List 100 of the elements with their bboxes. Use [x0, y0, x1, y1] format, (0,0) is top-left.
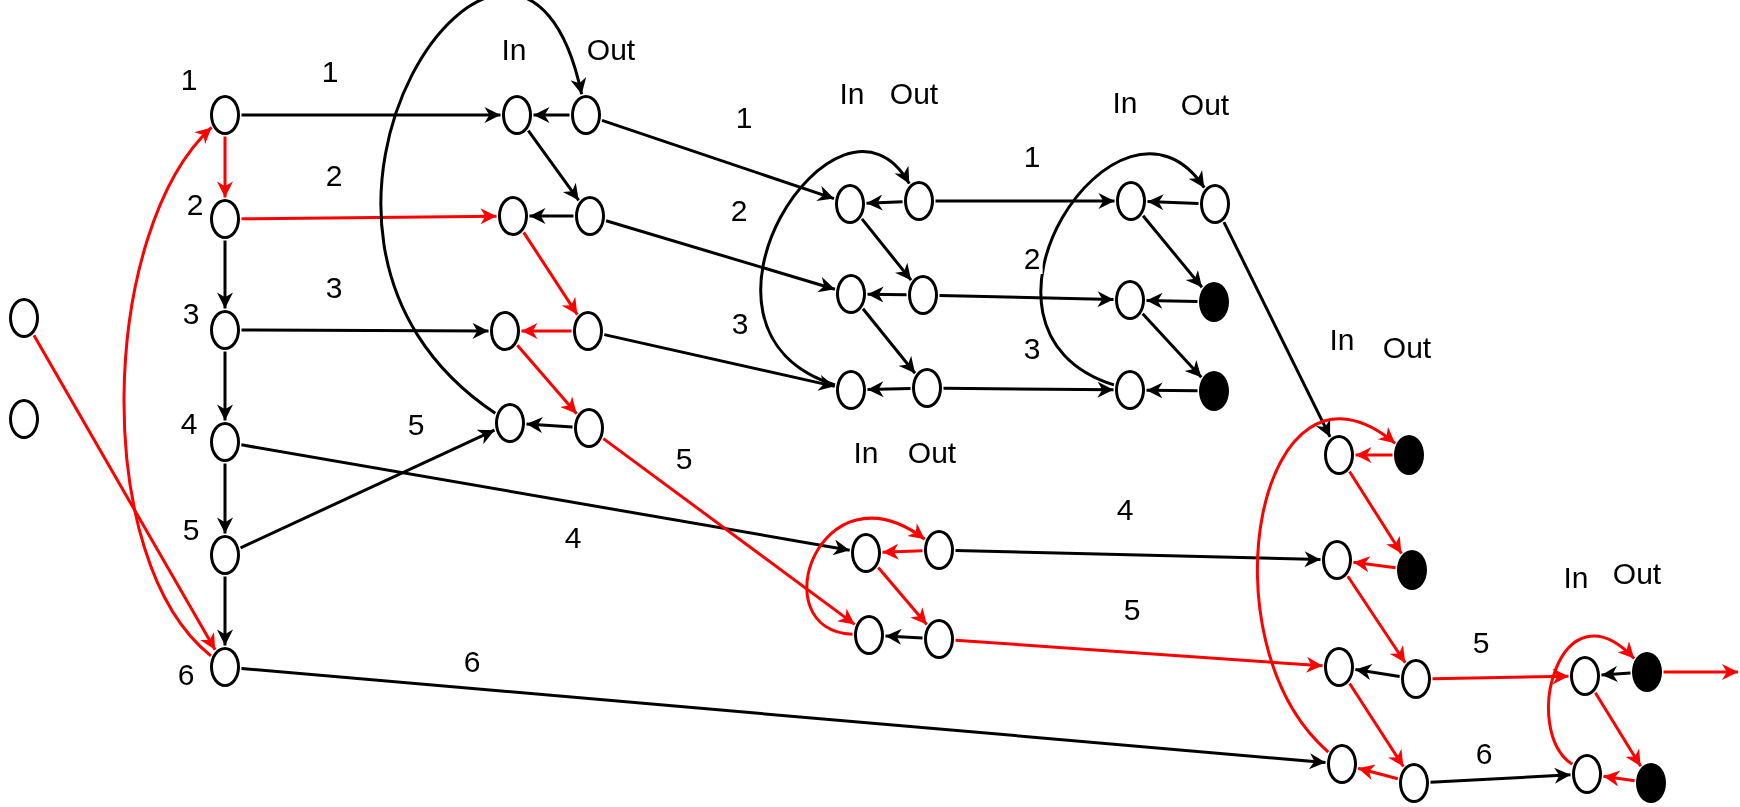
filled-node-circle [1199, 371, 1229, 411]
arrow [241, 322, 489, 339]
node-circle [1116, 181, 1146, 221]
arrow [32, 334, 217, 651]
filled-node-circle [1632, 652, 1662, 692]
arrow [1601, 665, 1631, 682]
node-circle [210, 422, 240, 462]
arrow [759, 150, 911, 387]
node-circle [210, 199, 240, 239]
node-circle [1322, 540, 1352, 580]
arrow [1603, 770, 1635, 787]
node-circle [908, 275, 938, 315]
node-number: 2 [186, 190, 204, 220]
node-circle [912, 368, 942, 408]
arrow [1147, 194, 1199, 211]
arrow [516, 344, 578, 415]
arrow [1141, 214, 1204, 289]
arrow [860, 217, 913, 282]
node-circle [573, 311, 603, 351]
arrow [867, 381, 911, 398]
node-circle [924, 619, 954, 659]
arrow [241, 666, 1326, 770]
node-circle [1200, 184, 1230, 224]
arrow [533, 107, 570, 123]
arrow [217, 576, 233, 646]
node-circle [210, 310, 240, 350]
filled-node-circle [1199, 282, 1229, 322]
arrow [601, 118, 835, 202]
arrow [861, 307, 917, 375]
arrow [882, 543, 923, 560]
arrow [529, 208, 574, 224]
arrow [955, 548, 1321, 568]
arrow [1348, 470, 1403, 555]
node-circle [835, 184, 865, 224]
port-label: Out [1382, 333, 1432, 363]
arrow [1146, 382, 1198, 399]
node-circle [1324, 647, 1354, 687]
node-circle [498, 196, 528, 236]
node-circle [854, 615, 884, 655]
port-label: Out [889, 79, 939, 109]
arrow [217, 351, 233, 421]
node-circle [1570, 656, 1600, 696]
arrow [602, 437, 856, 626]
port-label: Out [1612, 559, 1662, 589]
arrow [527, 129, 580, 202]
node-circle [851, 533, 881, 573]
arrow [380, 0, 585, 415]
arrow [1353, 556, 1396, 573]
node-circle [1324, 435, 1354, 475]
port-label: In [853, 438, 879, 468]
node-circle [502, 95, 532, 135]
node-circle [1572, 754, 1602, 794]
arrow [943, 381, 1114, 398]
arrow [1146, 292, 1198, 309]
node-circle [574, 408, 604, 448]
arrow [241, 208, 497, 225]
arrow [1039, 152, 1206, 387]
filled-node-circle [1394, 435, 1424, 475]
port-label: In [1112, 88, 1138, 118]
arrow [1222, 221, 1332, 438]
arrow [867, 286, 907, 303]
filled-node-circle [1636, 763, 1666, 803]
node-circle [1115, 370, 1145, 410]
filled-node-circle [1397, 550, 1427, 590]
arrow [217, 136, 233, 198]
arrow [521, 323, 572, 339]
arrow [603, 333, 836, 391]
arrow [241, 107, 501, 123]
node-number: 5 [182, 515, 200, 545]
arrow [955, 638, 1323, 673]
arrow [1663, 664, 1738, 680]
arrow [1430, 767, 1571, 784]
arrow [866, 194, 903, 211]
node-circle [210, 535, 240, 575]
node-circle [1327, 744, 1357, 784]
node-circle [210, 647, 240, 687]
arrow [939, 291, 1114, 308]
node-circle [1115, 280, 1145, 320]
node-circle [1401, 659, 1431, 699]
port-label: In [501, 35, 527, 65]
arrow [526, 417, 573, 434]
arrow [1348, 682, 1405, 768]
arrow [935, 193, 1115, 209]
arrow [1355, 447, 1393, 463]
port-label: In [839, 79, 865, 109]
node-number: 6 [177, 660, 195, 690]
arrow [1432, 668, 1569, 685]
arrow [1355, 664, 1400, 680]
port-label: In [1563, 563, 1589, 593]
node-circle [836, 274, 866, 314]
node-circle [904, 181, 934, 221]
arrow [605, 219, 836, 293]
node-number: 3 [182, 299, 200, 329]
node-circle [490, 311, 520, 351]
arrow [885, 628, 923, 645]
node-circle [1399, 763, 1429, 803]
node-circle [9, 298, 39, 338]
arrow [1256, 417, 1396, 754]
port-label: Out [1180, 90, 1230, 120]
arrow [217, 240, 233, 309]
